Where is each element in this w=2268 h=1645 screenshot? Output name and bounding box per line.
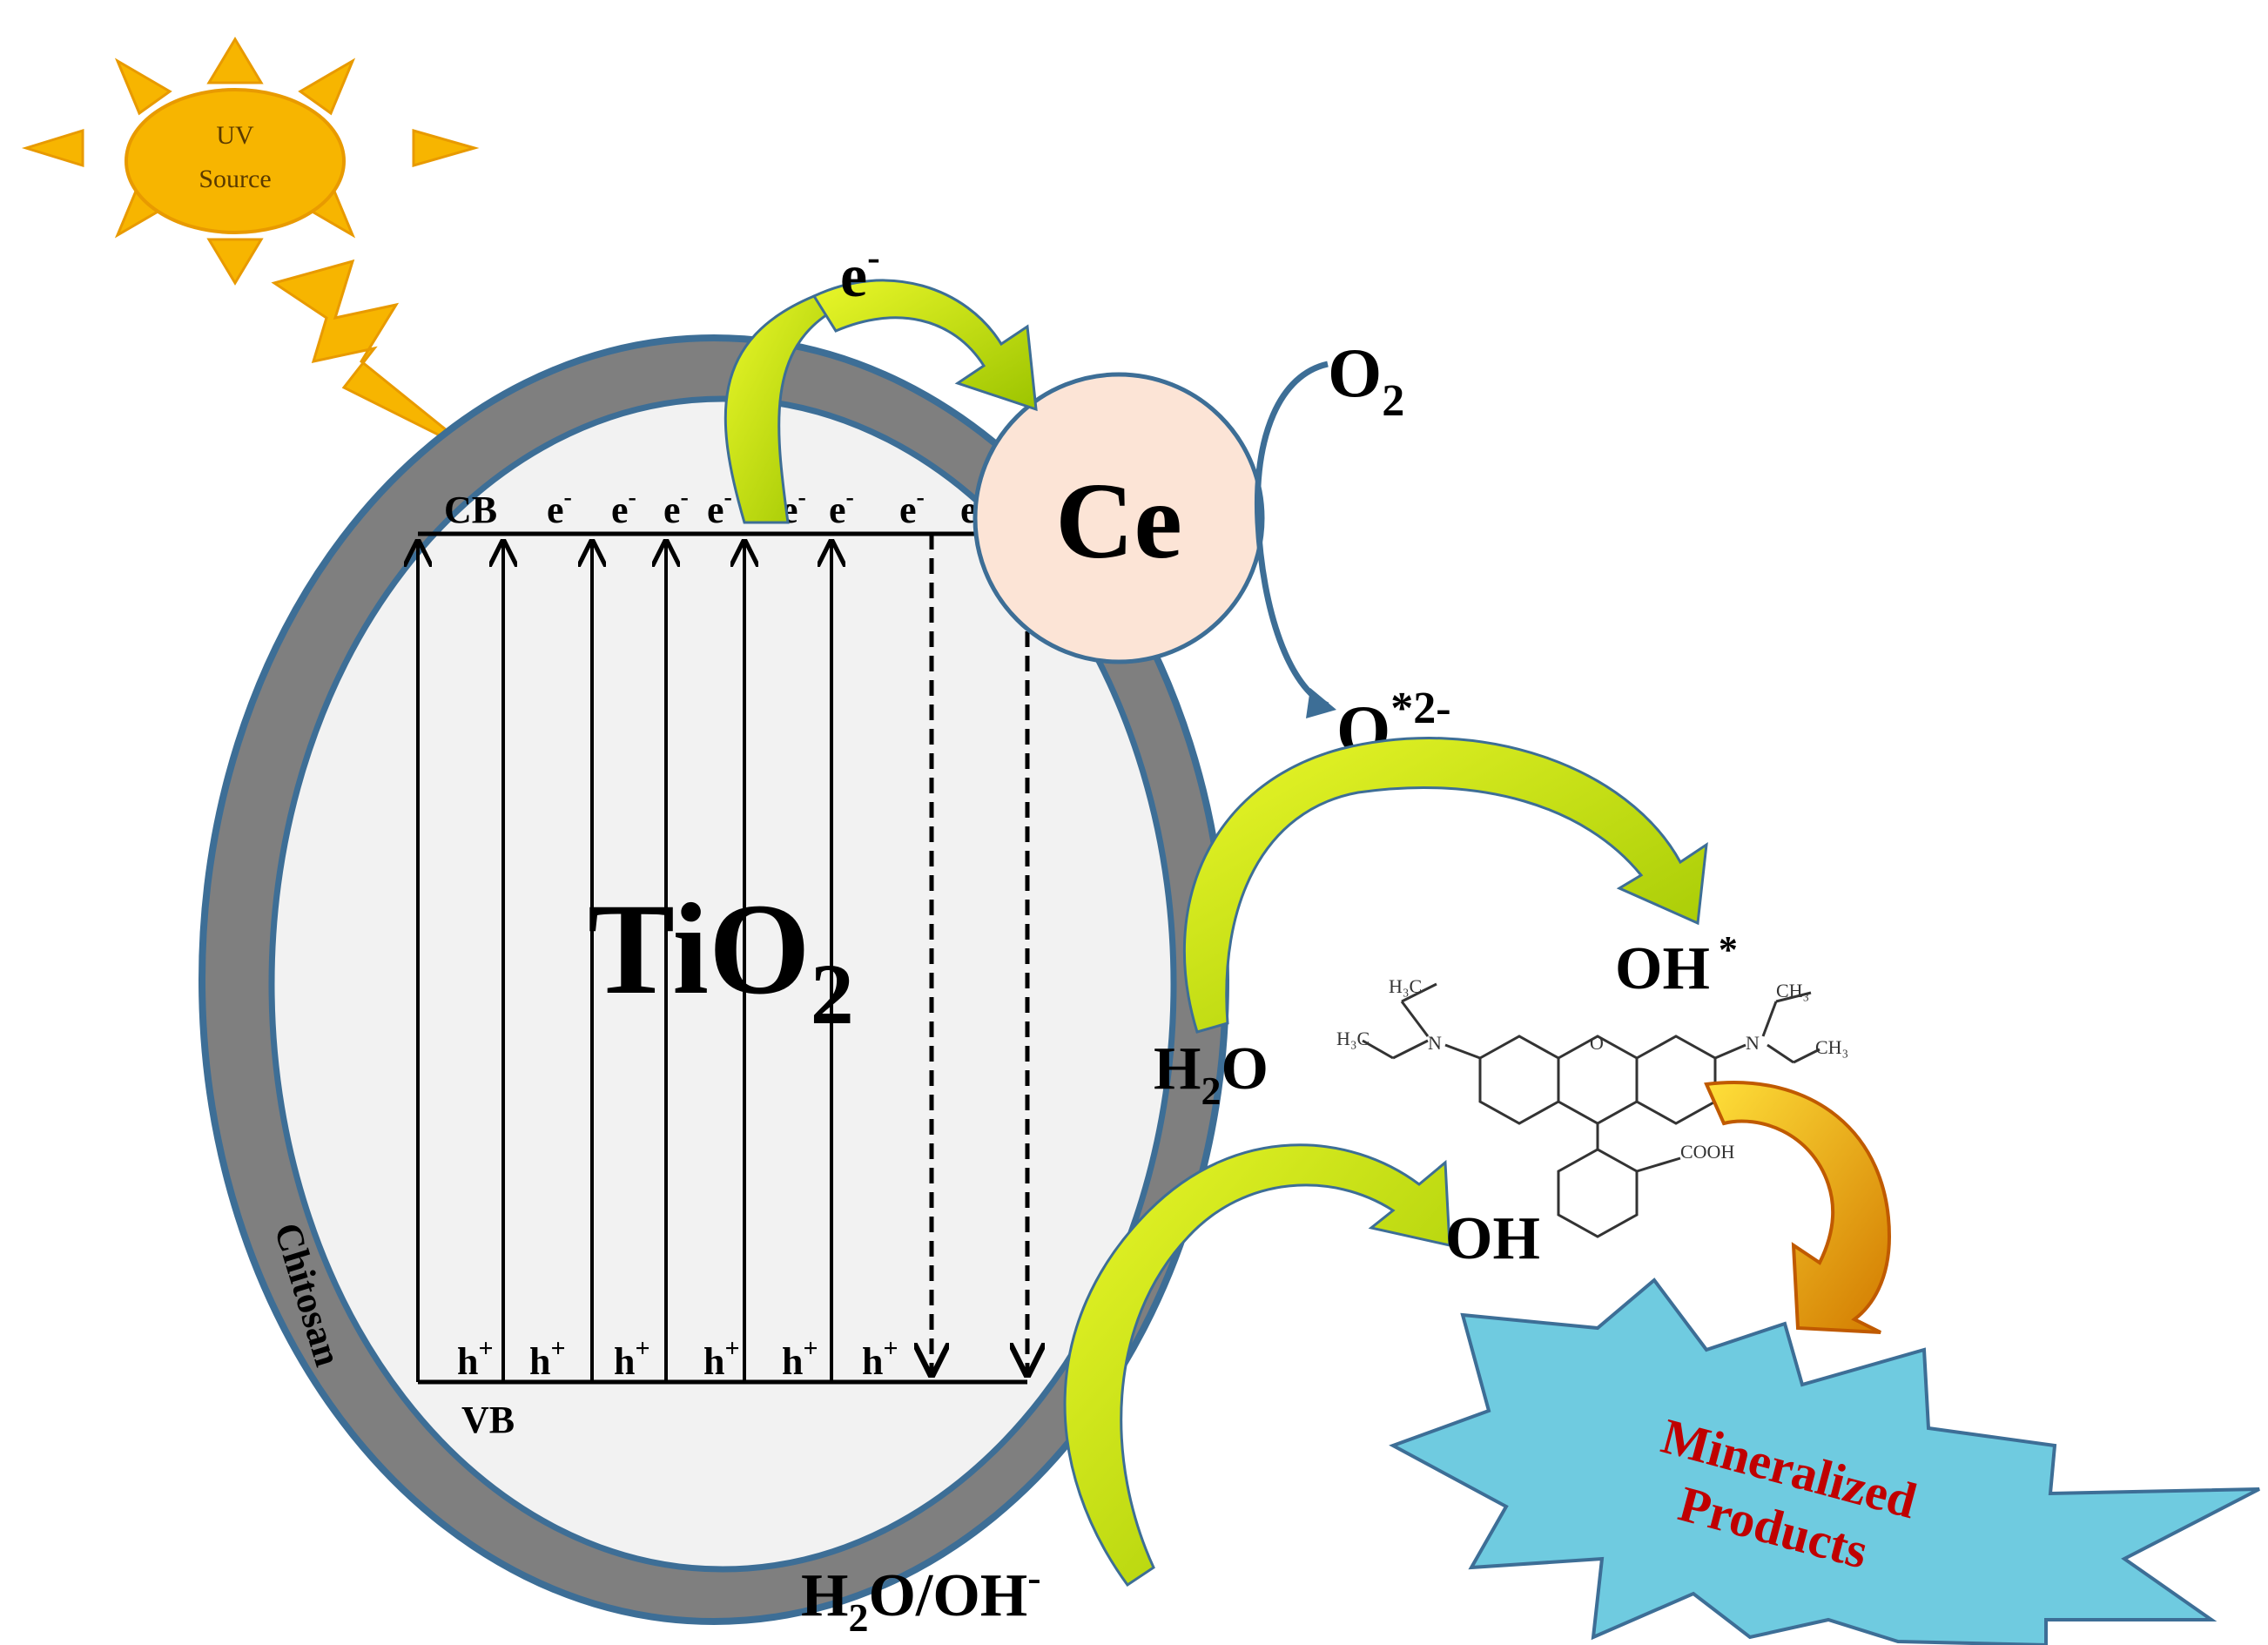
cerium-label: Ce xyxy=(1055,462,1182,582)
hole-label: h+ xyxy=(614,1334,650,1383)
recombination-arrows xyxy=(932,534,1027,1374)
catalyst-particle xyxy=(199,334,1229,1625)
dye-bond xyxy=(1775,991,1812,1003)
degradation-arrow xyxy=(1704,1081,1892,1334)
uv-sun-icon: UV Source xyxy=(21,37,480,286)
water-label: H2O xyxy=(1154,1035,1269,1113)
cb-label: CB xyxy=(444,489,497,531)
sun-label-uv: UV xyxy=(216,121,254,150)
hydroxide-oxidation-arrow xyxy=(1063,1143,1451,1588)
dye-atom-label: N xyxy=(1746,1032,1760,1054)
electron-label: e- xyxy=(611,484,636,531)
hole-labels: h+ h+ h+ h+ h+ h+ xyxy=(457,1334,898,1383)
oxygen-reduction-arrowhead xyxy=(1306,688,1336,718)
electron-label: e- xyxy=(663,484,689,531)
dye-bond xyxy=(1444,1043,1481,1060)
dye-bond xyxy=(1401,982,1437,1003)
dye-bond xyxy=(1400,1001,1430,1037)
dye-bond xyxy=(1761,1001,1778,1037)
dye-bond xyxy=(1392,1039,1429,1060)
dye-ring-left xyxy=(1478,1035,1560,1125)
hole-label: h+ xyxy=(862,1334,898,1383)
dye-ring-right xyxy=(1635,1035,1717,1125)
dye-atom-label: CH₃ xyxy=(1776,980,1809,1001)
tio2-core xyxy=(268,395,1177,1573)
dye-atom-label: H₃C xyxy=(1389,975,1422,997)
vb-label: VB xyxy=(461,1399,515,1441)
dye-bond xyxy=(1714,1043,1746,1060)
sun-core xyxy=(125,88,346,234)
hole-label: h+ xyxy=(529,1334,566,1383)
hydroxyl-label: OH xyxy=(1445,1205,1540,1272)
dye-atom-label: N xyxy=(1428,1032,1442,1054)
dye-atom-label: O xyxy=(1590,1032,1604,1054)
electron-label: e- xyxy=(829,484,854,531)
hole-label: h+ xyxy=(703,1334,740,1383)
lightning-bolt-icon xyxy=(271,259,475,455)
oxygen-label: O2 xyxy=(1328,335,1404,426)
oxygen-reduction-curve xyxy=(1254,361,1329,709)
electron-transfer-arrow-head xyxy=(811,279,1038,412)
hole-label: h+ xyxy=(457,1334,494,1383)
electron-label: e- xyxy=(547,484,572,531)
hydroxyl-radical-label: OH* xyxy=(1615,928,1738,1002)
sun-label-source: Source xyxy=(199,165,271,193)
water-hydroxide-label: H2O/OH- xyxy=(801,1555,1041,1640)
electron-top-label: e- xyxy=(840,236,880,310)
cerium-particle xyxy=(972,372,1265,664)
excitation-arrows xyxy=(418,542,831,1382)
tio2-label: TiO2 xyxy=(588,877,854,1042)
dye-atom-labels: H₃C CH₃ O N N COOH H₃C CH₃ xyxy=(1336,975,1848,1163)
dye-bond xyxy=(1362,1039,1394,1060)
electron-label: e- xyxy=(707,484,732,531)
dye-bond xyxy=(1793,1048,1820,1064)
dye-ring-bottom xyxy=(1557,1148,1639,1238)
dye-atom-label: H₃C xyxy=(1336,1028,1370,1049)
mineralized-products-burst xyxy=(1389,1278,2260,1645)
water-oxidation-arrow xyxy=(1182,737,1708,1034)
electron-label: e- xyxy=(899,484,925,531)
dye-atom-label: COOH xyxy=(1680,1141,1734,1163)
dye-atom-label: CH₃ xyxy=(1815,1036,1848,1058)
hole-label: h+ xyxy=(782,1334,818,1383)
dye-bond xyxy=(1636,1156,1681,1173)
dye-bond xyxy=(1767,1043,1794,1064)
